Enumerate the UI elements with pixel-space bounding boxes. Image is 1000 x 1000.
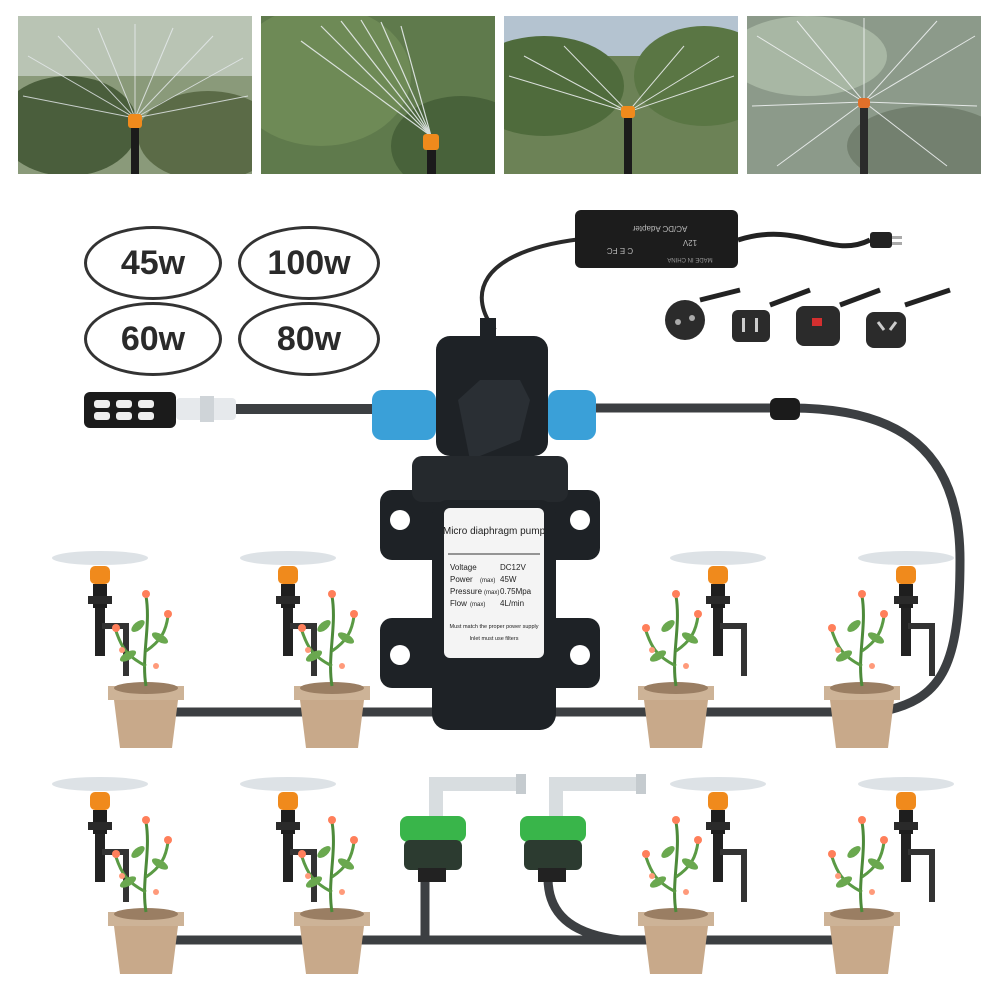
spec-pressure-value: 0.75Mpa [500, 587, 532, 596]
pump-label-title: Micro diaphragm pump [443, 526, 546, 537]
intake-filter [84, 392, 236, 428]
eu-plug-icon [665, 287, 741, 340]
diaphragm-pump [372, 318, 600, 730]
au-plug-icon [866, 287, 951, 348]
adapter-marks: C E FC [607, 246, 633, 255]
spec-voltage-key: Voltage [450, 563, 477, 572]
faucet-adapter-1 [400, 774, 526, 882]
sprinkler-photo-2 [261, 16, 495, 174]
pot-3 [636, 588, 716, 750]
pot-6 [292, 814, 372, 976]
adapter-made-in: MADE IN CHINA [667, 256, 712, 262]
adapter-voltage: 12V [682, 238, 697, 247]
wattage-option-80w: 80w [238, 302, 380, 376]
spec-voltage-value: DC12V [500, 563, 526, 572]
power-cable [479, 236, 591, 332]
us-plug-icon [870, 232, 892, 248]
inlet-connector [372, 390, 436, 440]
spec-flow-key: Flow [450, 599, 467, 608]
wattage-option-45w: 45w [84, 226, 222, 300]
mister-4 [858, 551, 954, 676]
mister-3 [670, 551, 766, 676]
output-hose [590, 403, 965, 717]
intake-hose [235, 404, 395, 414]
spec-flow-value: 4L/min [500, 599, 524, 608]
plug-variants [665, 287, 951, 348]
outlet-connector [548, 390, 596, 440]
us-plug-variant-icon [732, 287, 811, 342]
spec-note-1: Must match the proper power supply [450, 624, 539, 630]
spec-power-sub: (max) [480, 578, 495, 584]
adapter-label: AC/DC Adapter [632, 224, 687, 233]
spec-power-key: Power [450, 575, 473, 584]
pot-4 [822, 588, 902, 750]
sprinkler-photo-4 [747, 16, 981, 174]
spec-flow-sub: (max) [470, 602, 485, 608]
spec-power-value: 45W [500, 575, 517, 584]
mister-7 [670, 777, 766, 902]
spec-pressure-key: Pressure [450, 587, 483, 596]
wattage-option-100w: 100w [238, 226, 380, 300]
pot-2 [292, 588, 372, 750]
spec-pressure-sub: (max) [484, 590, 499, 596]
spec-note-2: Inlet must use filters [470, 636, 519, 642]
wattage-option-60w: 60w [84, 302, 222, 376]
sprinkler-photo-3 [504, 16, 738, 174]
mister-6 [240, 777, 336, 902]
pump-spec-label [444, 508, 544, 658]
sprinkler-photo-1 [18, 16, 252, 174]
mister-2 [240, 551, 336, 676]
mister-8 [858, 777, 954, 902]
pot-7 [636, 814, 716, 976]
power-adapter: AC/DC Adapter C E FC 12V MADE IN CHINA [575, 210, 738, 268]
pot-1 [106, 588, 186, 750]
pot-5 [106, 814, 186, 976]
pot-8 [822, 814, 902, 976]
faucet-adapter-2 [520, 774, 646, 882]
adapter-cord [737, 231, 872, 249]
uk-plug-icon [796, 287, 881, 346]
